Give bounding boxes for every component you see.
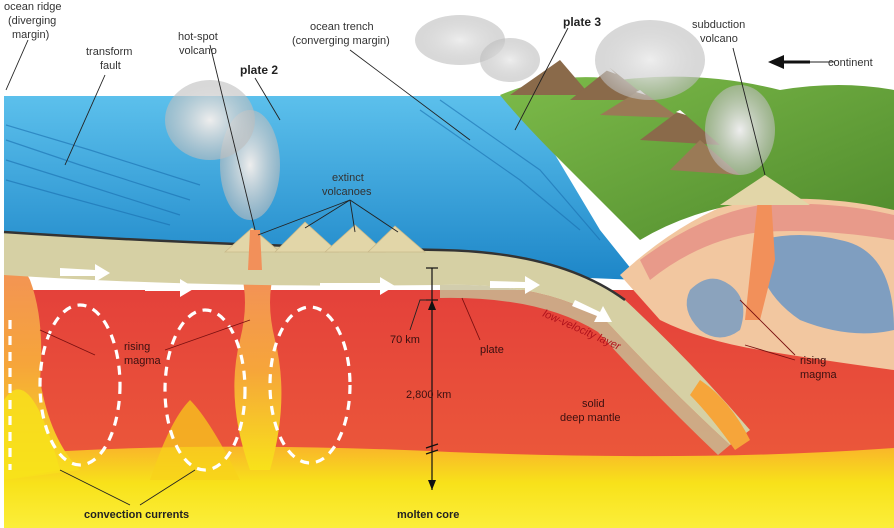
continent-magma-blobs [686, 278, 744, 338]
leader-lines [5, 27, 835, 506]
label-rising-magma-left: rising [124, 341, 150, 353]
plate-band [4, 232, 750, 445]
label-transform-fault: transform [86, 46, 132, 58]
label-rising-magma-right-2: magma [800, 369, 838, 381]
plate-flow-arrows [60, 264, 612, 322]
smoke-plumes [165, 15, 775, 220]
low-velocity-strip [440, 284, 730, 455]
label-rising-magma-left-2: magma [124, 355, 162, 367]
label-depth-2800: 2,800 km [406, 389, 451, 401]
continent-layer-pink [640, 203, 894, 280]
depth-arrow-top [428, 300, 436, 310]
convection-cell-2 [163, 308, 247, 472]
mantle [4, 290, 894, 480]
seafloor-ridges [5, 99, 601, 241]
label-solid-deep-mantle-2: deep mantle [560, 412, 621, 424]
label-molten-core: molten core [397, 509, 459, 521]
yellow-upwelling-left [4, 389, 60, 480]
yellow-upwelling-center [150, 400, 240, 480]
label-continent: continent [828, 57, 873, 69]
label-subduction-volcano-2: volcano [700, 33, 738, 45]
label-transform-fault-2: fault [100, 60, 121, 72]
label-solid-deep-mantle: solid [582, 398, 605, 410]
label-ocean-ridge: ocean ridge [4, 1, 62, 13]
subduction-volcano-cone [720, 175, 810, 205]
label-diverging-margin-2: margin) [12, 29, 49, 41]
label-ocean-trench: ocean trench [310, 21, 374, 33]
central-plume [234, 270, 282, 470]
hot-spot-volcano-magma [248, 230, 262, 270]
label-subduction-volcano: subduction [692, 19, 745, 31]
label-converging-margin: (converging margin) [292, 35, 390, 47]
convection-cell-3 [268, 305, 352, 465]
depth-arrow-bottom [428, 480, 436, 490]
convection-cell-1 [38, 303, 122, 467]
continent-magma-chamber [760, 235, 894, 334]
label-diverging-margin: (diverging [8, 15, 56, 27]
ocean [4, 96, 640, 280]
label-plate-3: plate 3 [563, 15, 601, 29]
continent-motion-arrow [768, 55, 810, 69]
label-plate: plate [480, 344, 504, 356]
label-plate-2: plate 2 [240, 63, 278, 77]
label-hot-spot-volcano: hot-spot [178, 31, 218, 43]
label-convection-currents: convection currents [84, 509, 189, 521]
label-extinct-volcanoes-2: volcanoes [322, 186, 372, 198]
subduction-tip-magma [690, 380, 750, 450]
label-extinct-volcanoes: extinct [332, 172, 364, 184]
label-hot-spot-volcano-2: volcano [179, 45, 217, 57]
label-rising-magma-right: rising [800, 355, 826, 367]
label-depth-70: 70 km [390, 334, 420, 346]
magma-feeder [745, 180, 775, 320]
